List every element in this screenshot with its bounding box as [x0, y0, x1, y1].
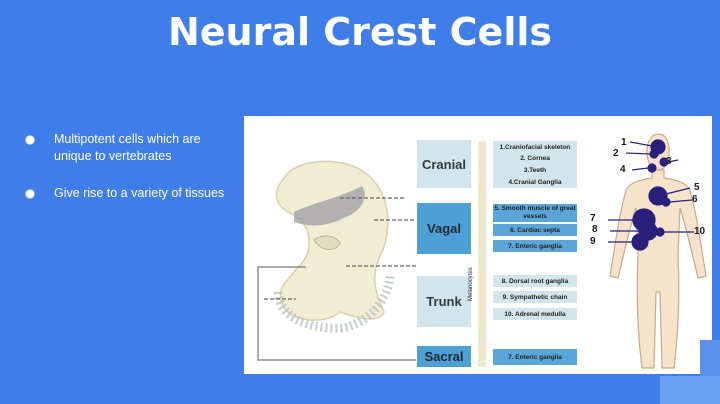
body-number: 3: [666, 156, 672, 167]
derivative-item: 4.Cranial Ganglia: [493, 176, 577, 188]
derivative-item: 7. Enteric ganglia: [493, 349, 577, 365]
neural-crest-figure: Cranial Vagal Trunk Sacral Melanocytes 1…: [244, 116, 712, 374]
body-number: 2: [613, 148, 619, 159]
region-trunk: Trunk: [417, 276, 471, 327]
marker-cornea: [649, 149, 659, 159]
body-number: 9: [590, 236, 596, 247]
region-sacral: Sacral: [417, 346, 471, 367]
slide-title: Neural Crest Cells: [167, 10, 552, 54]
derivative-item: 1.Craniofacial skeleton: [493, 141, 577, 153]
derivative-markers: [608, 139, 694, 251]
body-number: 8: [592, 224, 598, 235]
marker-sympathetic: [631, 233, 649, 251]
derivative-item: 9. Sympathetic chain: [493, 291, 577, 303]
body-number: 10: [694, 226, 706, 237]
marker-cardiac-septa: [661, 197, 671, 207]
body-number: 4: [620, 164, 626, 175]
region-cranial: Cranial: [417, 140, 471, 188]
corner-decoration: [660, 376, 720, 404]
derivative-item: 7. Enteric ganglia: [493, 240, 577, 252]
body-number: 1: [621, 137, 627, 148]
derivative-item: 5. Smooth muscle of great vessels: [493, 204, 577, 222]
body-number: 7: [590, 213, 596, 224]
bullet-text: Give rise to a variety of tissues: [54, 186, 225, 200]
derivative-item: 10. Adrenal medulla: [493, 308, 577, 320]
bullet-item: Give rise to a variety of tissues: [24, 185, 234, 202]
body-number: 6: [692, 194, 698, 205]
bullet-text: Multipotent cells which are unique to ve…: [54, 132, 201, 163]
derivative-item: 6. Cardiac septa: [493, 224, 577, 236]
derivative-item: 3.Teeth: [493, 164, 577, 176]
derivative-item: 8. Dorsal root ganglia: [493, 275, 577, 287]
marker-cranial-ganglia: [647, 163, 657, 173]
body-number: 5: [694, 182, 700, 193]
bullet-item: Multipotent cells which are unique to ve…: [24, 131, 234, 165]
melanocytes-label: Melanocytes: [468, 267, 474, 301]
bullet-dot-icon: [26, 190, 34, 198]
region-vagal: Vagal: [417, 203, 471, 254]
embryo-illustration: [257, 160, 416, 361]
bullet-list: Multipotent cells which are unique to ve…: [24, 131, 234, 222]
melanocytes-bar: [478, 141, 486, 367]
derivative-item: 2. Cornea: [493, 152, 577, 164]
bullet-dot-icon: [26, 136, 34, 144]
marker-adrenal: [655, 227, 665, 237]
